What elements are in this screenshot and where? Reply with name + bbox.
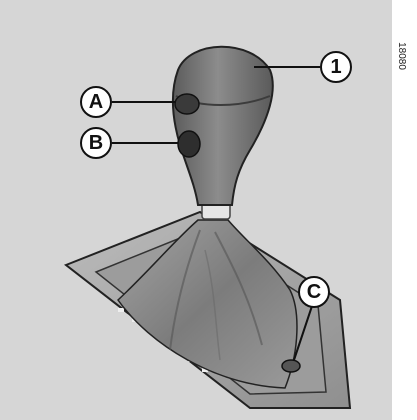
callout-1: 1 [320,51,352,83]
console-button-c [282,360,300,372]
knob-button-a [175,94,199,114]
callout-c: C [298,276,330,308]
gear-knob [173,47,273,205]
reference-code: 18080 [396,42,407,70]
callout-a: A [80,86,112,118]
knob-button-b [178,131,200,157]
callout-b: B [80,127,112,159]
